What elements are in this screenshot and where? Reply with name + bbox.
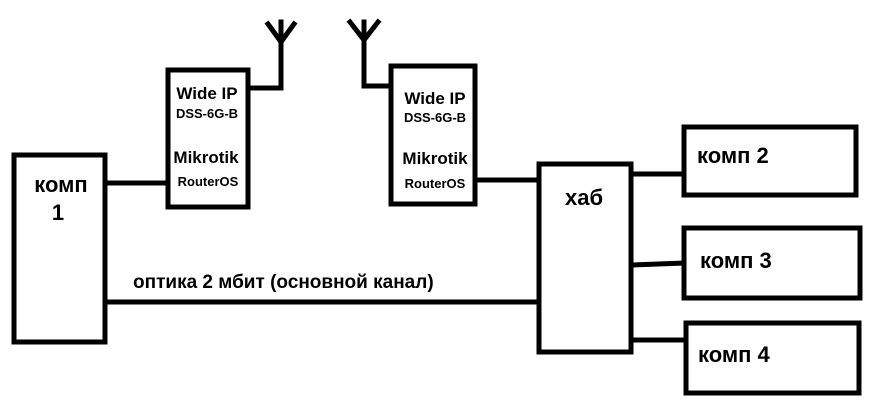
router2-model: DSS-6G-B [404,110,466,125]
router1-brand: Wide IP [176,84,237,103]
comp1-number: 1 [52,200,64,225]
node-comp2: комп 2 [681,124,859,198]
node-hub: хаб [536,161,634,355]
comp3-label: комп 3 [700,248,772,273]
router2-os: RouterOS [405,176,466,191]
node-comp4: комп 4 [683,320,862,396]
node-comp1: комп 1 [11,152,108,345]
hub-box [536,161,634,355]
router2-box [388,63,478,207]
router1-os: RouterOS [178,174,239,189]
optic-link-label: оптика 2 мбит (основной канал) [133,272,434,293]
comp1-box [11,152,108,345]
router2-vendor: Mikrotik [402,149,468,168]
router1-model: DSS-6G-B [176,106,238,121]
link-hub-comp3 [632,260,686,268]
node-comp3: комп 3 [681,225,863,301]
router2-brand: Wide IP [404,89,465,108]
comp4-label: комп 4 [698,342,771,367]
comp3-box [681,225,863,301]
comp2-label: комп 2 [697,143,769,168]
hub-label: хаб [565,185,603,210]
comp2-box [681,124,859,198]
router1-vendor: Mikrotik [173,148,239,167]
antenna-icon [346,18,392,89]
router1-box [165,67,251,210]
node-router1: Wide IP DSS-6G-B Mikrotik RouterOS [165,67,251,210]
comp4-box [683,320,862,396]
comp1-label: комп [34,172,87,197]
node-router2: Wide IP DSS-6G-B Mikrotik RouterOS [388,63,478,207]
antenna-icon [245,19,298,91]
